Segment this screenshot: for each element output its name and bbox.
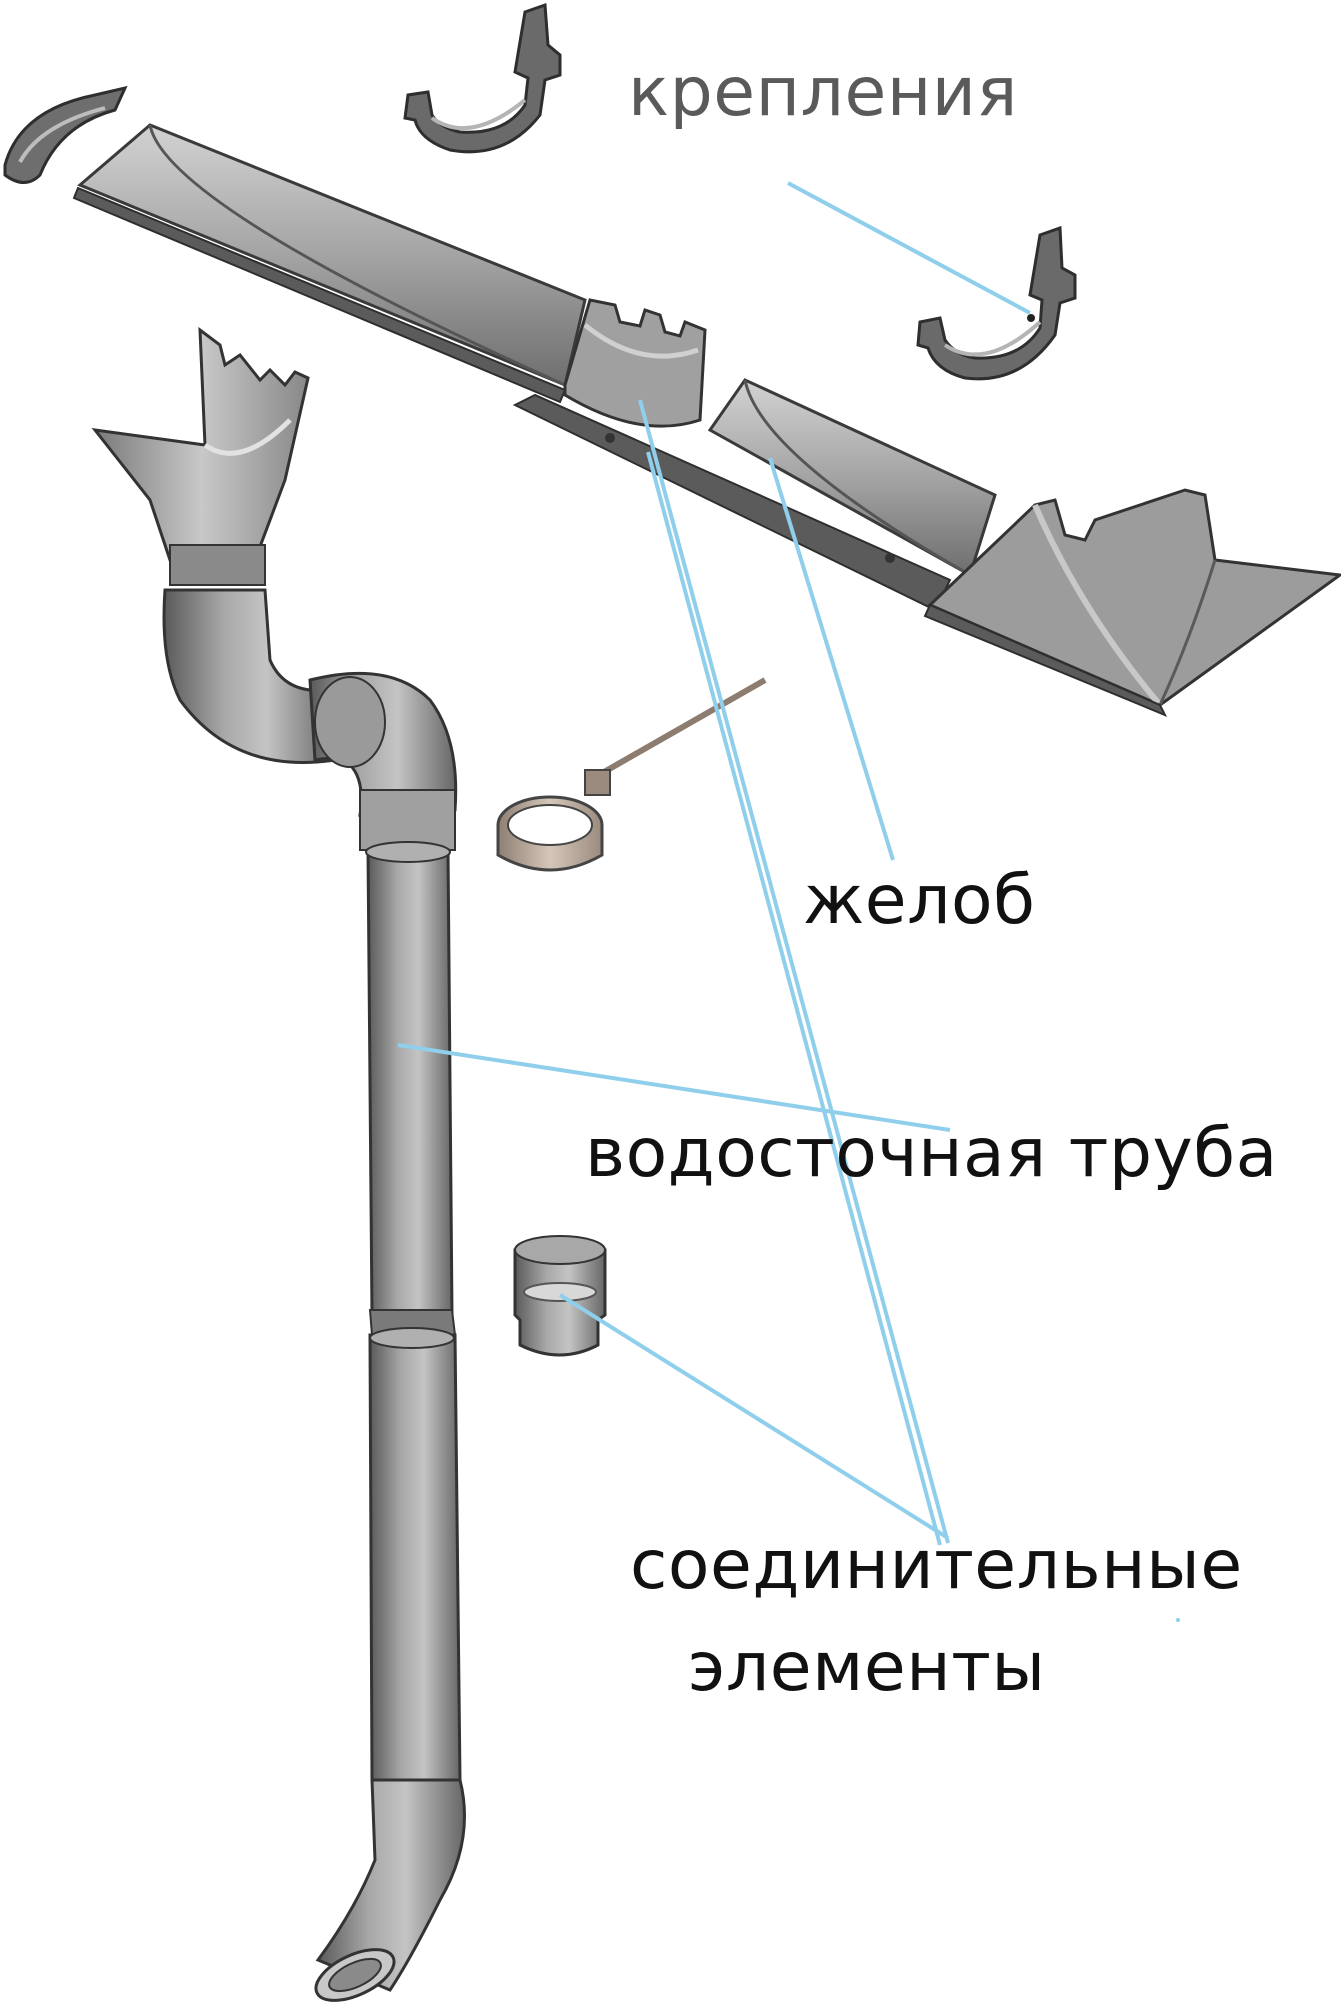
leader-line-connector-b (646, 451, 942, 1546)
label-gutter: желоб (803, 861, 1036, 940)
downpipe-outlet-elbow (314, 1778, 466, 2002)
leader-lines (397, 181, 1031, 1546)
stray-dot (1176, 1618, 1180, 1622)
label-fasteners: крепления (628, 53, 1018, 132)
gutter-corner (923, 488, 1341, 717)
gutter-bracket-right (916, 225, 1077, 381)
leader-line-fasteners (787, 181, 1031, 315)
leader-line-connector-a (638, 399, 950, 1544)
label-downpipe: водосточная труба (585, 1114, 1278, 1193)
gutter-assembly (3, 85, 1341, 717)
pipe-elbow-upper (162, 588, 337, 764)
gutter-bracket-top (403, 2, 562, 154)
leader-line-gutter (768, 457, 895, 861)
leader-line-connector-c (558, 1293, 950, 1540)
label-connectors-line2: элементы (688, 1628, 1046, 1707)
pipe-coupling (513, 1235, 607, 1357)
leader-line-downpipe (397, 1043, 951, 1132)
downpipe-segment-lower (368, 1327, 462, 1782)
downpipe-segment-upper (365, 841, 454, 1317)
gutter-section-2 (512, 378, 997, 612)
pipe-clamp (496, 677, 767, 872)
downpipe-assembly (91, 326, 466, 2002)
pipe-elbow-lower (308, 671, 458, 851)
gutter-section-1 (72, 123, 587, 404)
gutter-outlet-funnel (91, 326, 310, 586)
label-connectors-line1: соединительные (630, 1526, 1243, 1605)
gutter-end-cap (3, 85, 128, 184)
